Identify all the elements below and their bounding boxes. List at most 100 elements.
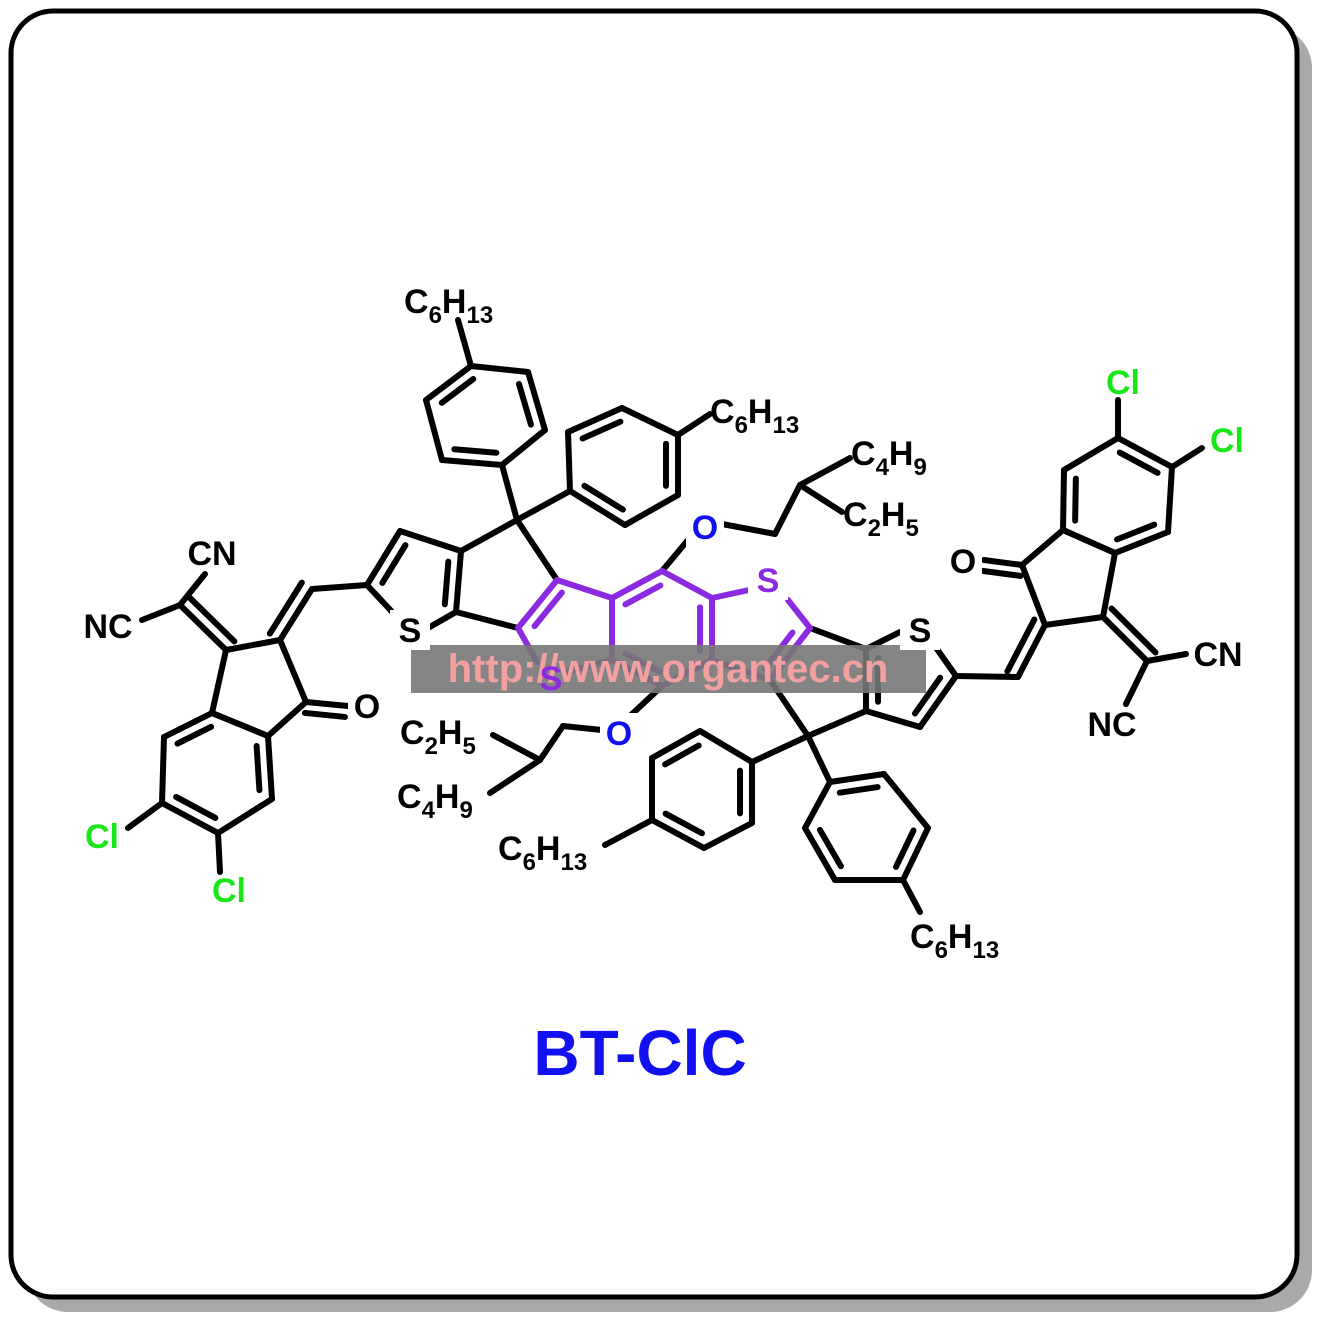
right-benzo-bond bbox=[1112, 529, 1171, 556]
double-bond-inner bbox=[911, 674, 944, 717]
bond bbox=[1019, 562, 1048, 628]
phenyl-top-left-double-bond bbox=[438, 375, 477, 406]
core-bond bbox=[554, 577, 615, 601]
atom-labels: S S S S O O O O CN NC CN NC Cl Cl Cl Cl bbox=[83, 364, 1244, 910]
bond bbox=[125, 800, 165, 831]
phenyl-top-right-double-bond bbox=[579, 418, 624, 442]
phenyl-top-left-bond bbox=[525, 369, 548, 433]
sulfur-atom-core-top: S bbox=[757, 562, 780, 600]
phenyl-bottom-left-double-bond bbox=[662, 810, 705, 837]
phenyl-bottom-right-bond bbox=[827, 771, 887, 785]
vinyl-double-bond bbox=[1004, 616, 1038, 675]
bond bbox=[364, 528, 403, 588]
phenyl-top-left-bond bbox=[468, 363, 531, 375]
ethyl-label-top: C2H5 bbox=[843, 496, 919, 542]
core-bond bbox=[709, 587, 752, 601]
right-benzo-bond bbox=[1061, 435, 1121, 473]
phenyl-top-left-bond bbox=[439, 457, 505, 468]
carbonyl-oxygen-right: O bbox=[950, 543, 976, 581]
phenyl-bottom-right-bond bbox=[881, 771, 931, 831]
chlorine-label-right-1: Cl bbox=[1106, 364, 1140, 402]
bond bbox=[1100, 614, 1150, 664]
bond bbox=[277, 637, 309, 705]
benzo-core-bond bbox=[609, 568, 665, 601]
butyl-label-top: C4H9 bbox=[851, 435, 927, 481]
vinyl-double-bond bbox=[266, 579, 305, 637]
bond bbox=[265, 699, 309, 739]
bond bbox=[749, 733, 811, 765]
phenyl-top-left-bond bbox=[423, 363, 474, 403]
hexyl-label-2: C6H13 bbox=[710, 393, 799, 439]
bond bbox=[453, 548, 464, 615]
hexyl-label-1: C6H13 bbox=[404, 283, 493, 329]
ethyl-label-bottom: C2H5 bbox=[400, 714, 476, 760]
carbonyl-double-bond bbox=[301, 709, 348, 720]
left-benzo-bond bbox=[161, 710, 215, 740]
bond bbox=[719, 521, 778, 537]
bond bbox=[490, 732, 543, 763]
phenyl-bottom-right-double-bond bbox=[816, 826, 844, 870]
bond bbox=[797, 455, 853, 488]
bond bbox=[223, 637, 283, 653]
bond bbox=[309, 582, 370, 592]
phenyl-top-right-bond bbox=[619, 405, 681, 438]
phenyl-top-left-bond bbox=[499, 427, 548, 468]
watermark-text: http://www.organtec.cn bbox=[448, 647, 889, 691]
bond bbox=[981, 557, 1025, 568]
core-bond bbox=[785, 597, 813, 631]
watermark: http://www.organtec.cn bbox=[411, 645, 926, 693]
bond bbox=[397, 528, 464, 554]
bond bbox=[514, 488, 573, 523]
carbonyl-double-bond bbox=[979, 567, 1024, 579]
bond bbox=[917, 673, 959, 730]
phenyl-bottom-right-double-bond bbox=[836, 784, 881, 796]
phenyl-bottom-right-bond bbox=[900, 825, 931, 883]
bond bbox=[1144, 651, 1189, 664]
oxygen-atom-top: O bbox=[692, 509, 718, 547]
bond bbox=[499, 462, 520, 523]
bond bbox=[425, 609, 459, 631]
phenyl-bottom-right-bond bbox=[802, 779, 833, 831]
bond bbox=[453, 609, 521, 631]
substituent-labels: C6H13 C6H13 C4H9 C2H5 C2H5 C4H9 C6H13 C6… bbox=[397, 283, 999, 964]
bond bbox=[1169, 445, 1205, 470]
phenyl-top-left-bond bbox=[423, 397, 445, 463]
phenyl-bottom-left-bond bbox=[701, 820, 755, 851]
bond bbox=[1123, 658, 1150, 707]
right-benzo-bond bbox=[1060, 467, 1067, 533]
bond bbox=[560, 723, 605, 733]
bond bbox=[953, 673, 1021, 680]
phenyl-bottom-left-bond bbox=[649, 817, 707, 851]
sulfur-atom-right: S bbox=[909, 612, 932, 650]
bond bbox=[277, 586, 315, 643]
phenyl-top-right-bond bbox=[567, 488, 628, 528]
sulfur-atom-core-bottom: S bbox=[540, 660, 563, 698]
chlorine-label-left-2: Cl bbox=[212, 872, 246, 910]
sulfur-atom-left: S bbox=[399, 612, 422, 650]
bond bbox=[455, 317, 474, 369]
right-benzo-bond bbox=[1060, 527, 1118, 556]
bond bbox=[805, 708, 869, 739]
hexyl-label-4: C6H13 bbox=[910, 918, 999, 964]
left-benzo-bond bbox=[209, 710, 271, 739]
bond bbox=[805, 733, 833, 785]
bond bbox=[797, 482, 845, 515]
double-bond-inner bbox=[441, 558, 452, 608]
right-benzo-bond bbox=[1115, 435, 1175, 470]
bond bbox=[1015, 622, 1048, 680]
bond bbox=[675, 411, 713, 438]
nitrile-label-right-bottom: NC bbox=[1087, 706, 1136, 744]
benzo-core-double-bond bbox=[622, 582, 664, 608]
bond bbox=[1019, 527, 1066, 568]
phenyl-bottom-left-double-bond bbox=[662, 742, 702, 768]
bond bbox=[303, 699, 351, 709]
bond bbox=[139, 602, 183, 623]
core-bond bbox=[515, 577, 560, 631]
bond bbox=[458, 517, 520, 554]
exo-double-bond bbox=[185, 593, 238, 645]
left-benzo-double-bond bbox=[253, 743, 263, 794]
core-double-bond bbox=[531, 589, 565, 630]
chlorine-label-right-2: Cl bbox=[1210, 422, 1244, 460]
butyl-label-bottom: C4H9 bbox=[397, 778, 473, 824]
